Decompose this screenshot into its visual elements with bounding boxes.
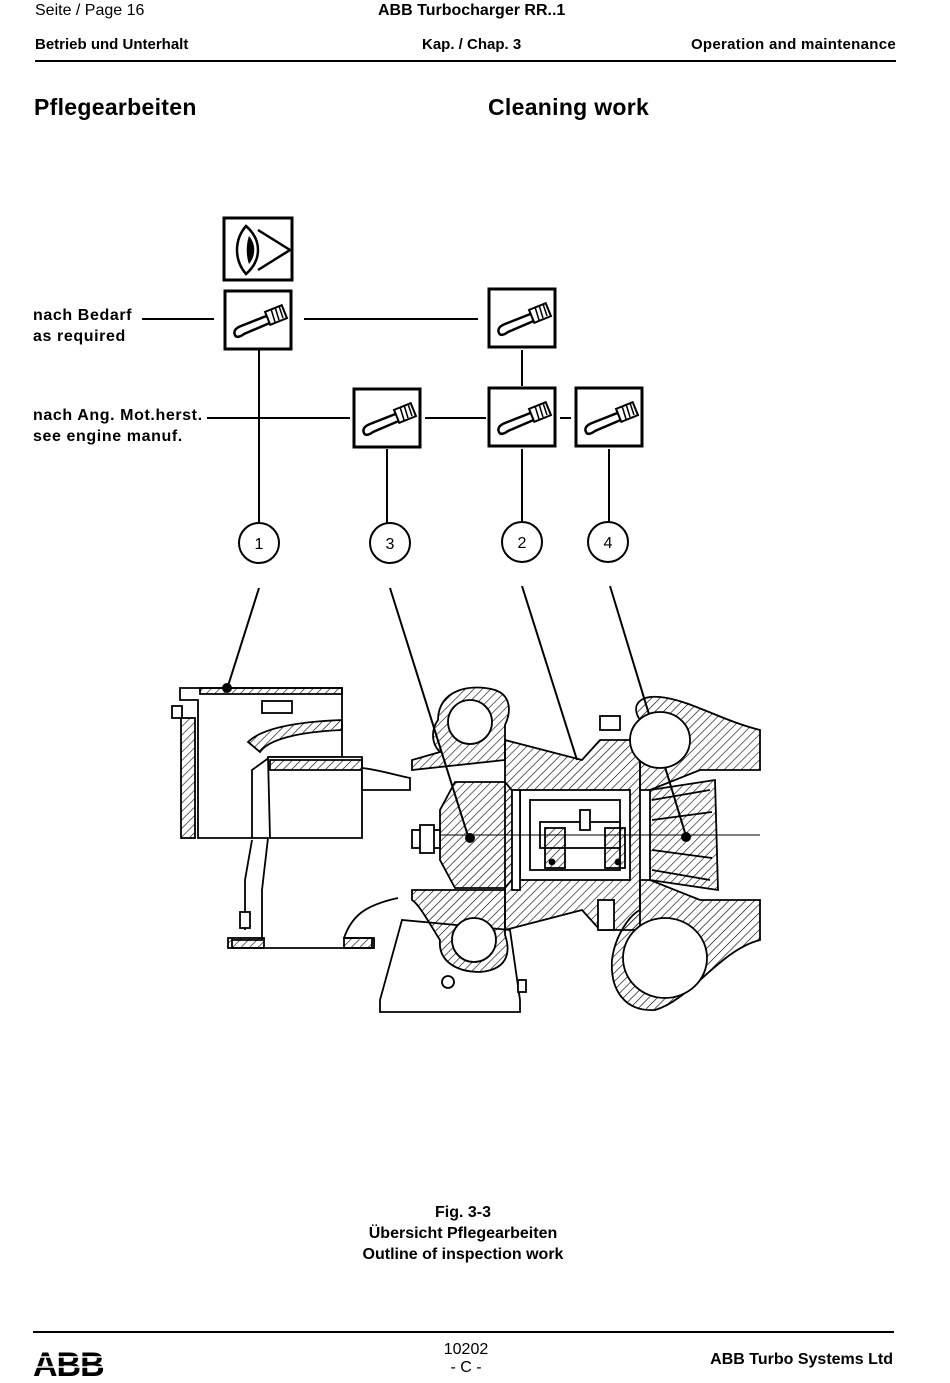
callout-3: 3: [369, 522, 411, 564]
header-rule: [35, 60, 896, 62]
title-en: Cleaning work: [488, 94, 650, 120]
marker-dot-4: [681, 832, 691, 842]
abb-logo-text: ABB: [33, 1348, 104, 1378]
revision: - C -: [450, 1359, 482, 1376]
turbocharger-cross-section: [171, 686, 761, 1013]
connector-lines: [142, 318, 687, 837]
company-name: ABB Turbo Systems Ltd: [710, 1351, 893, 1368]
turbocharger-diagram: 1 3 2 4: [142, 216, 761, 1013]
callout-2: 2: [501, 521, 543, 563]
brush-icon-as-required-1: [223, 289, 293, 351]
brush-icon-engine-1: [352, 387, 422, 449]
callout-3-label: 3: [386, 536, 395, 553]
page-number: Seite / Page 16: [35, 2, 145, 19]
callout-2-label: 2: [518, 535, 527, 552]
section-de: Betrieb und Unterhalt: [35, 36, 189, 53]
callout-1-label: 1: [255, 536, 264, 553]
figure-caption-en: Outline of inspection work: [362, 1246, 564, 1263]
eye-inspection-icon: [222, 216, 294, 282]
figure-caption-de: Übersicht Pflegearbeiten: [368, 1225, 558, 1242]
callout-4: 4: [587, 521, 629, 563]
chapter-label: Kap. / Chap. 3: [422, 36, 522, 53]
brush-icon-engine-2: [487, 386, 557, 448]
callout-4-label: 4: [604, 535, 613, 552]
label-engine-de: nach Ang. Mot.herst.: [33, 407, 203, 424]
label-as-required-en: as required: [33, 328, 126, 345]
brush-icon-as-required-2: [487, 287, 557, 349]
doc-number: 10202: [443, 1341, 489, 1358]
callout-1: 1: [238, 522, 280, 564]
marker-dot-3: [465, 833, 475, 843]
abb-logo: ABB: [33, 1346, 113, 1383]
brush-icon-engine-3: [574, 386, 644, 448]
footer-rule: [33, 1331, 894, 1333]
label-as-required-de: nach Bedarf: [33, 307, 133, 324]
marker-dot-1: [222, 683, 232, 693]
section-en: Operation and maintenance: [690, 36, 896, 53]
label-engine-en: see engine manuf.: [33, 428, 183, 445]
title-de: Pflegearbeiten: [34, 94, 197, 120]
product-name: ABB Turbocharger RR..1: [378, 2, 566, 19]
figure-number: Fig. 3-3: [434, 1204, 491, 1221]
